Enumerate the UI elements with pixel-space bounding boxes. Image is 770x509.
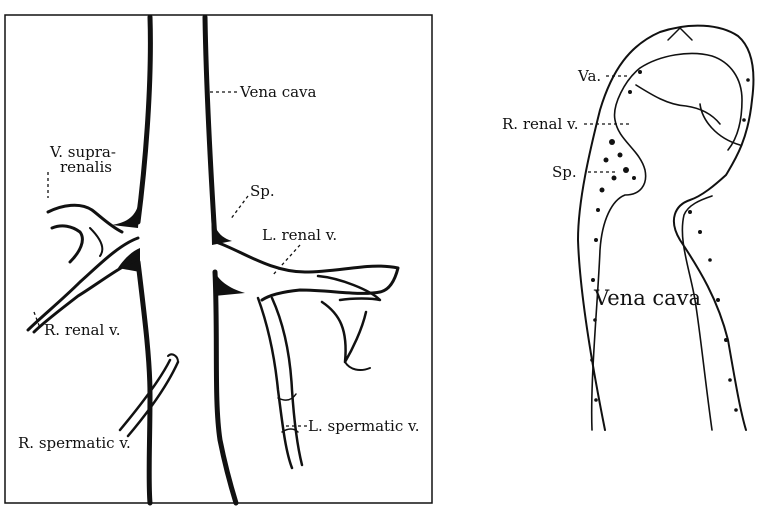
label-va: Va. <box>577 67 601 85</box>
label-vena-cava-right: Vena cava <box>593 286 701 310</box>
l-renal-branch-end <box>345 362 370 370</box>
label-l-renal-v: L. renal v. <box>262 226 337 244</box>
vena-cava-right-wall <box>205 17 236 503</box>
leader-sp <box>230 196 248 220</box>
l-spermatic-vein <box>258 298 302 468</box>
sp-thickening-left <box>112 196 140 228</box>
r-renal-vein <box>28 238 138 332</box>
section-inner-wall-right <box>682 196 712 430</box>
l-renal-branch-lower <box>322 302 366 362</box>
section-apex <box>668 28 692 40</box>
l-renal-branch-upper <box>318 276 380 300</box>
label-sp-right: Sp. <box>552 163 577 181</box>
label-r-renal-v-right: R. renal v. <box>502 115 579 133</box>
label-v-suprarenalis-2: renalis <box>60 158 112 176</box>
label-sp-left: Sp. <box>250 182 275 200</box>
label-l-spermatic-v: L. spermatic v. <box>308 417 419 435</box>
l-renal-vein <box>216 242 398 300</box>
label-r-spermatic-v: R. spermatic v. <box>18 434 131 452</box>
renal-wedge-right <box>214 270 245 296</box>
section-outer-wall <box>578 26 753 430</box>
right-panel: Va. R. renal v. Sp. Vena cava <box>502 26 753 430</box>
left-panel: Vena cava V. supra- renalis Sp. L. renal… <box>5 15 432 503</box>
label-vena-cava-left: Vena cava <box>239 83 317 101</box>
section-inner-wall-left <box>592 53 742 430</box>
stippling <box>590 70 750 412</box>
suprarenal-branch <box>90 228 102 256</box>
valve-cusp-upper <box>636 85 720 124</box>
label-r-renal-v-left: R. renal v. <box>44 321 121 339</box>
